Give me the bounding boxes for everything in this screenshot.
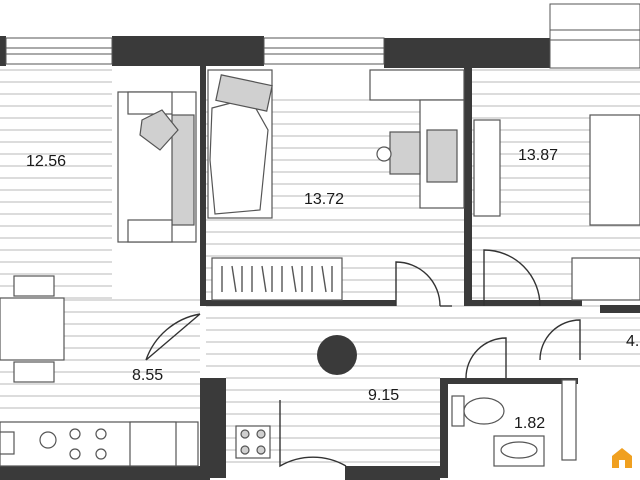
hanger bbox=[291, 265, 297, 293]
hanger bbox=[321, 265, 327, 293]
doors bbox=[145, 249, 581, 468]
area-label: 13.72 bbox=[304, 191, 344, 208]
column bbox=[317, 335, 357, 375]
area-label: 12.56 bbox=[26, 153, 66, 170]
hanger bbox=[231, 265, 237, 293]
hanger bbox=[261, 265, 267, 293]
area-labels: 12.56 13.72 13.87 8.55 9.15 1.82 4. bbox=[26, 147, 639, 432]
bed bbox=[207, 69, 273, 219]
area-label: 4. bbox=[626, 333, 639, 350]
cooktop bbox=[235, 425, 271, 459]
windows bbox=[5, 3, 640, 69]
area-label: 8.55 bbox=[132, 367, 163, 384]
dining-table bbox=[0, 275, 65, 383]
area-label: 9.15 bbox=[368, 387, 399, 404]
kitchen-counter bbox=[0, 421, 199, 467]
area-label: 13.87 bbox=[518, 147, 558, 164]
orange-house-logo-icon bbox=[612, 448, 632, 468]
desk bbox=[369, 69, 465, 209]
walls bbox=[0, 36, 640, 480]
wardrobe bbox=[211, 257, 343, 301]
sofa bbox=[117, 91, 197, 243]
area-label: 1.82 bbox=[514, 415, 545, 432]
right-room-furniture bbox=[473, 114, 640, 301]
bathroom-fixtures bbox=[451, 379, 577, 467]
